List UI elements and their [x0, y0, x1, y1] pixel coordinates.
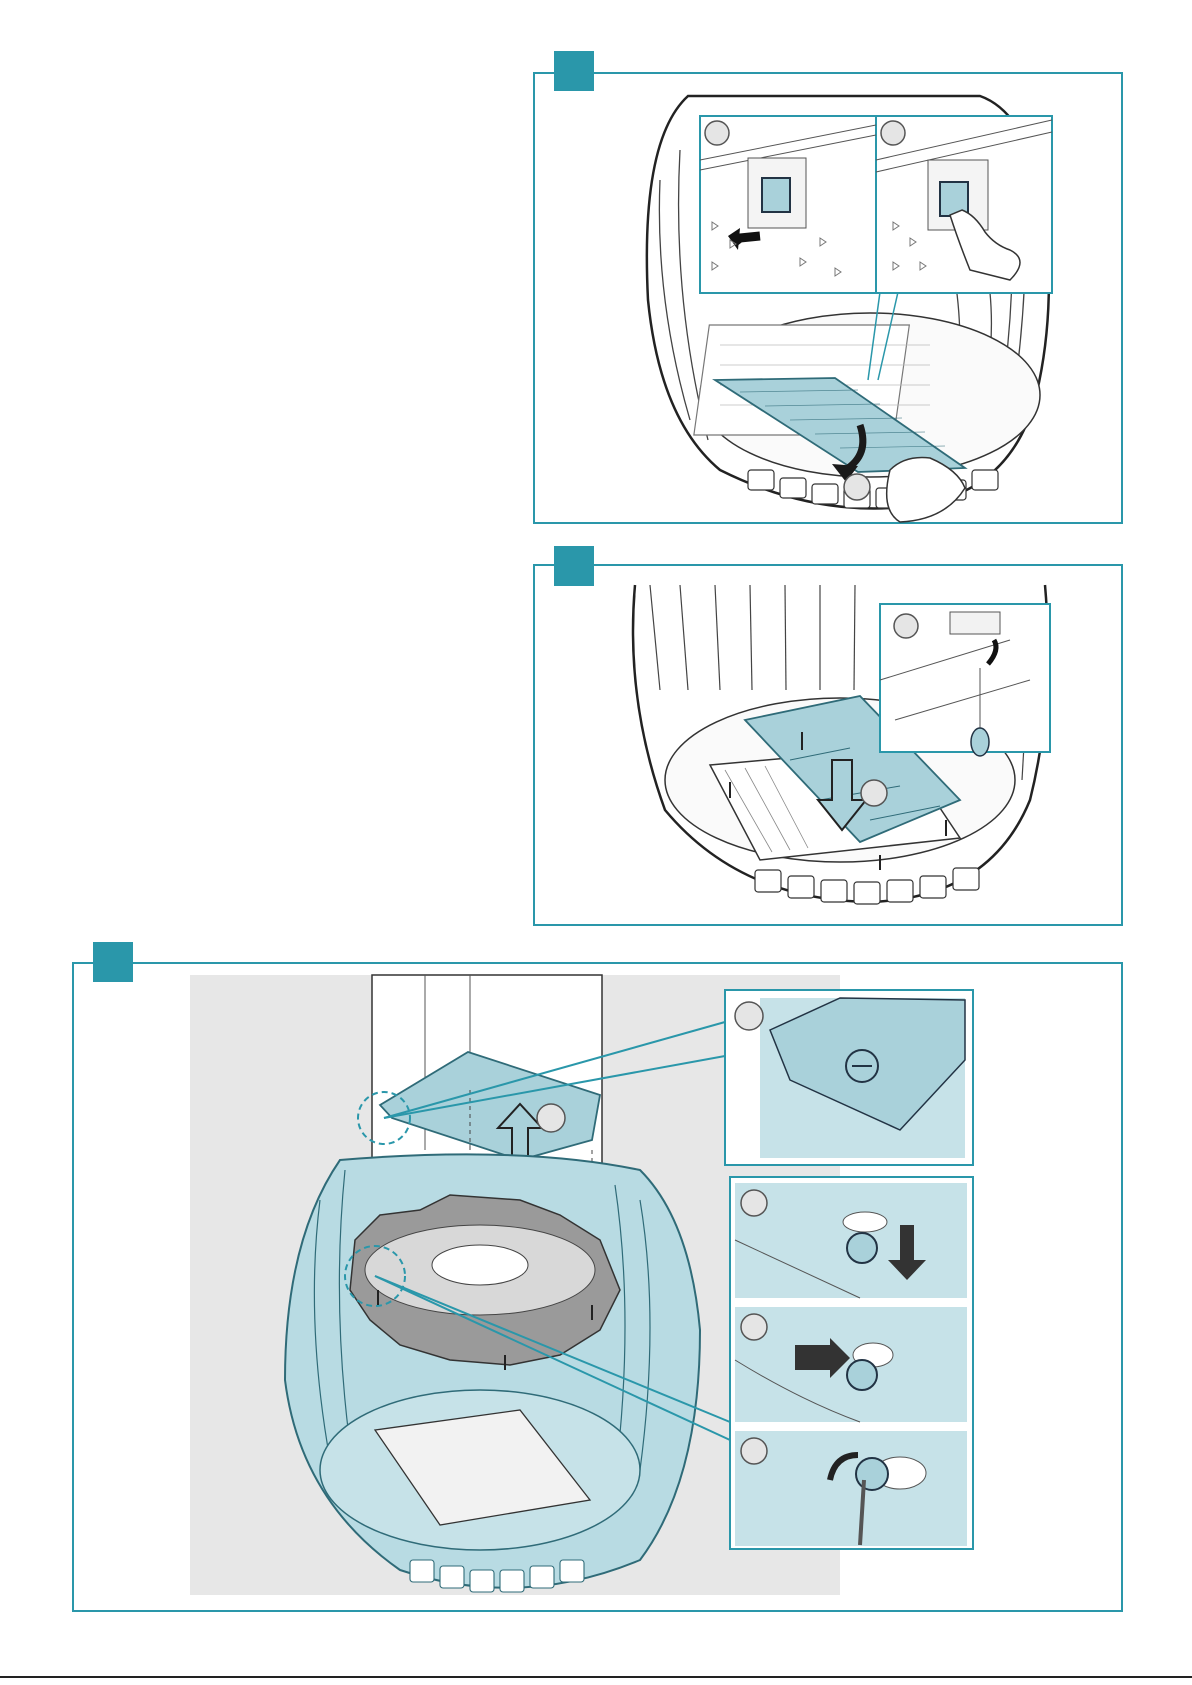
figure-panel-plate-install	[533, 564, 1123, 926]
figure-panel-filter-removal	[533, 72, 1123, 524]
step-marker-2	[554, 546, 594, 586]
figure-panel-chimney-screws	[72, 962, 1123, 1612]
footer-rule	[0, 1676, 1192, 1678]
step-marker-1	[554, 51, 594, 91]
step-marker-3	[93, 942, 133, 982]
